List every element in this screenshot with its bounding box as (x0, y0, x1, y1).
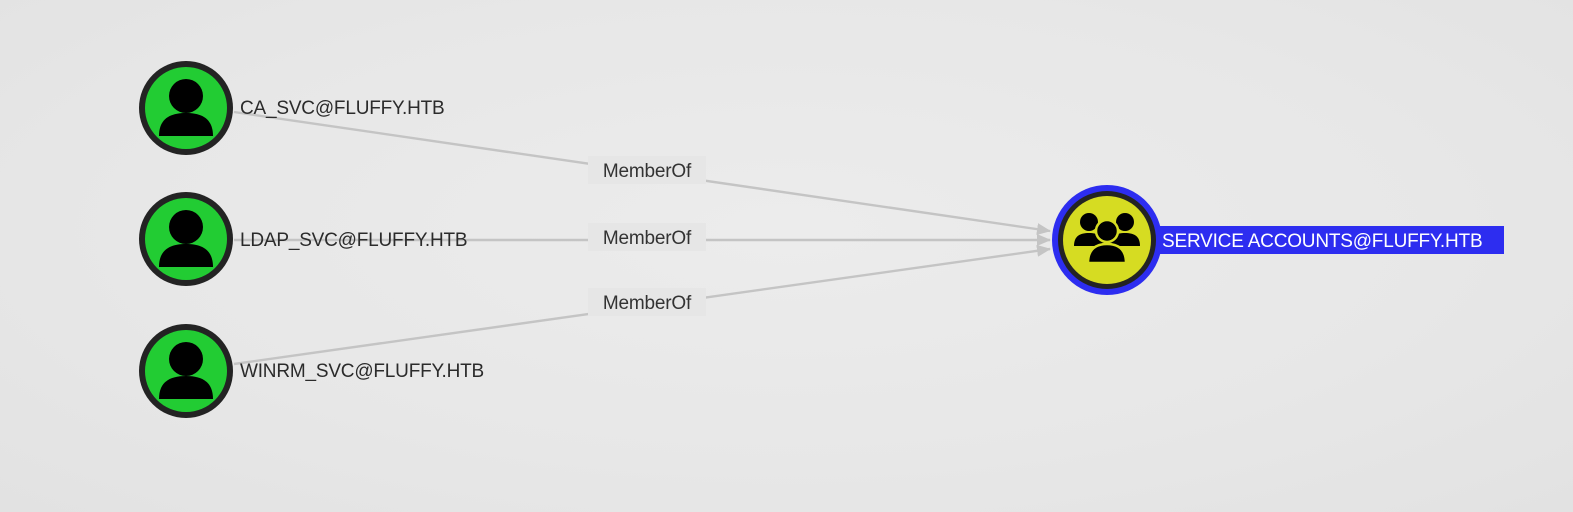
user-icon (159, 210, 213, 267)
edge-label-memberof-1[interactable]: MemberOf (588, 156, 706, 184)
node-label-ca-svc: CA_SVC@FLUFFY.HTB (240, 98, 445, 119)
edge-label-text: MemberOf (603, 228, 692, 249)
user-icon (159, 79, 213, 136)
edge-label-memberof-3[interactable]: MemberOf (588, 288, 706, 316)
node-ldap-svc[interactable] (139, 192, 233, 286)
edge-label-text: MemberOf (603, 293, 692, 314)
node-label-service-accounts: SERVICE ACCOUNTS@FLUFFY.HTB (1162, 231, 1482, 252)
node-service-accounts[interactable] (1052, 185, 1162, 295)
node-winrm-svc[interactable] (139, 324, 233, 418)
user-icon (159, 342, 213, 399)
node-label-ldap-svc: LDAP_SVC@FLUFFY.HTB (240, 230, 467, 251)
node-label-winrm-svc: WINRM_SVC@FLUFFY.HTB (240, 361, 484, 382)
node-label-service-accounts-highlight[interactable]: SERVICE ACCOUNTS@FLUFFY.HTB (1158, 226, 1504, 254)
node-ca-svc[interactable] (139, 61, 233, 155)
edge-label-text: MemberOf (603, 161, 692, 182)
group-icon (1074, 213, 1140, 265)
edge-label-memberof-2[interactable]: MemberOf (588, 223, 706, 251)
